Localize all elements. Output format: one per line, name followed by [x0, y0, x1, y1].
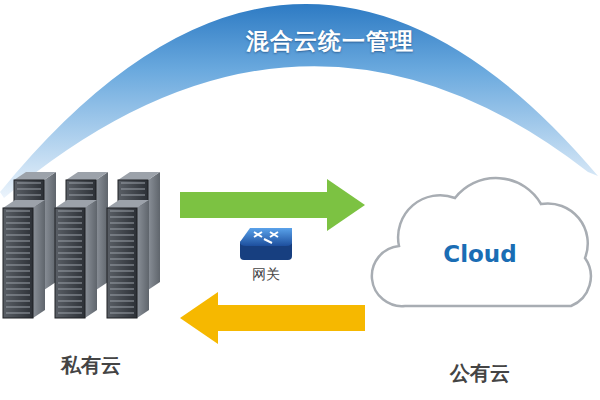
diagram-title: 混合云统一管理	[0, 26, 600, 57]
flow-arrow	[180, 192, 327, 218]
private-heading: 私有云	[61, 352, 121, 379]
gateway-node: 网关	[236, 226, 296, 296]
flow-arrow	[218, 305, 365, 331]
server-racks	[3, 172, 160, 318]
cloud-heading: 公有云	[450, 360, 510, 387]
gateway-label: 网关	[252, 266, 280, 284]
public-cloud: Cloud公有云	[365, 158, 595, 330]
private-cloud: 私有云	[2, 170, 180, 320]
cloud-label: Cloud	[443, 241, 516, 267]
gateway-icon	[236, 226, 296, 296]
